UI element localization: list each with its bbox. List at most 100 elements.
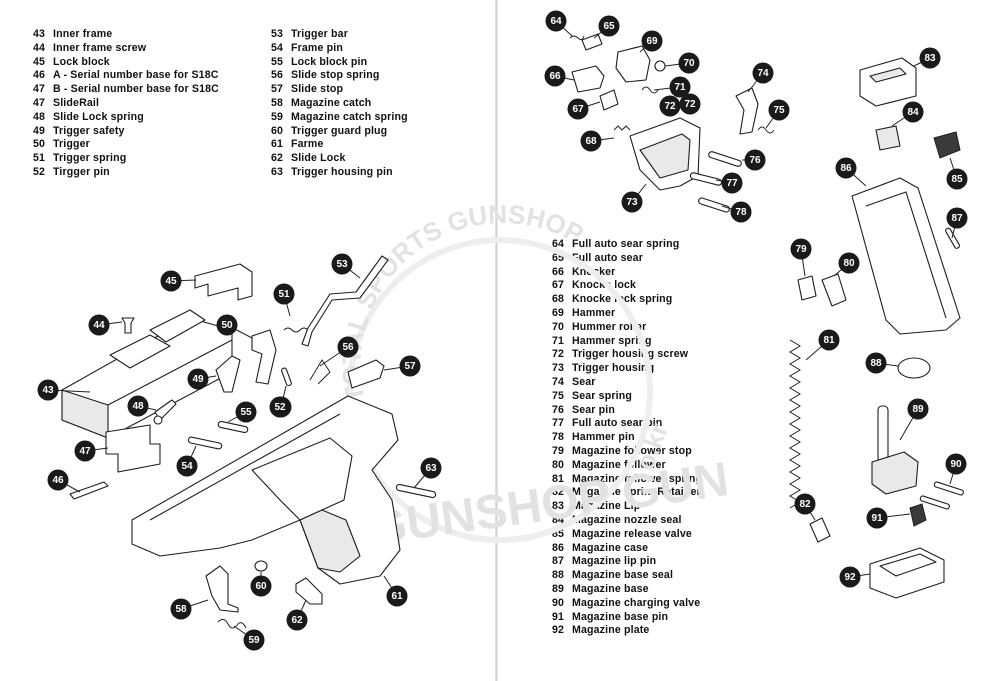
part-name: Magazine catch spring (291, 110, 408, 123)
part-number: 54 (271, 41, 284, 54)
callout-label: 83 (924, 53, 936, 64)
part-number: 77 (552, 417, 565, 430)
part-name: Hammer spring (572, 334, 652, 347)
part-name: Full auto sear pin (572, 417, 663, 430)
callout-65: 65 (598, 15, 620, 37)
callout-badge (659, 95, 681, 117)
hammer-roller-part (654, 60, 666, 72)
callout-43: 43 (37, 379, 59, 401)
part-number: 47 (33, 83, 46, 96)
callout-78: 78 (730, 201, 752, 223)
callout-badge (818, 329, 840, 351)
full-auto-sear-part (581, 33, 603, 51)
part-number: 45 (33, 55, 46, 68)
part-name: Slide stop (291, 83, 344, 96)
callout-label: 58 (175, 604, 187, 615)
callout-label: 50 (221, 320, 233, 331)
callout-label: 76 (749, 155, 761, 166)
callout-badge (286, 609, 308, 631)
trigger-pin-part (281, 367, 292, 387)
part-name: Inner frame screw (53, 41, 147, 54)
inner-frame-screw-part (121, 317, 135, 334)
callout-badge (946, 168, 968, 190)
callout-label: 51 (278, 289, 290, 300)
callout-77: 77 (721, 172, 743, 194)
callout-46: 46 (47, 469, 69, 491)
part-name: Magazine base (572, 582, 649, 595)
callout-56: 56 (337, 336, 359, 358)
callout-45: 45 (160, 270, 182, 292)
part-name: Full auto sear (572, 251, 643, 264)
part-number: 90 (552, 596, 565, 609)
magazine-follower-stop-part (797, 275, 817, 301)
part-name: A - Serial number base for S18C (53, 69, 219, 82)
part-name: Magazine follower spring (572, 472, 703, 485)
callout-label: 64 (550, 16, 562, 27)
callout-badge (544, 65, 566, 87)
callout-badge (399, 355, 421, 377)
part-name: Magazine follower (572, 458, 666, 471)
callout-label: 62 (291, 615, 303, 626)
callout-label: 65 (603, 21, 615, 32)
callout-label: 75 (773, 105, 785, 116)
callout-60: 60 (250, 575, 272, 597)
part-name: Lock block (53, 55, 110, 68)
callout-badge (47, 469, 69, 491)
magazine-base-pins-part (919, 481, 964, 510)
callout-badge (337, 336, 359, 358)
part-number: 72 (552, 348, 565, 361)
part-number: 60 (271, 124, 284, 137)
callout-64: 64 (545, 10, 567, 32)
magazine-case-part (851, 177, 961, 335)
callout-label: 74 (757, 68, 769, 79)
slide-rail-part (105, 424, 161, 473)
callout-badge (567, 98, 589, 120)
callout-badge (170, 598, 192, 620)
callout-label: 48 (132, 401, 144, 412)
callout-71: 71 (669, 76, 691, 98)
part-number: 51 (33, 152, 46, 165)
full-auto-sear-spring-part (569, 35, 585, 41)
callout-57: 57 (399, 355, 421, 377)
part-number: 57 (271, 83, 284, 96)
part-number: 53 (271, 28, 284, 40)
part-list-item: 45 Lock block (33, 56, 219, 70)
part-number: 50 (33, 138, 46, 151)
callout-label: 70 (683, 58, 695, 69)
callout-label: 91 (871, 513, 883, 524)
callout-badge (907, 398, 929, 420)
magazine-plate-part (869, 547, 945, 599)
callout-badge (621, 191, 643, 213)
callout-badge (250, 575, 272, 597)
callout-label: 52 (274, 402, 286, 413)
part-number: 66 (552, 265, 565, 278)
callout-badge (721, 172, 743, 194)
callout-badge (269, 396, 291, 418)
magazine-nozzle-seal-part (875, 125, 901, 151)
part-name: Slide Lock (291, 152, 346, 165)
callout-label: 57 (404, 361, 416, 372)
part-number: 83 (552, 500, 565, 513)
callout-badge (835, 157, 857, 179)
callout-75: 75 (768, 99, 790, 121)
callout-62: 62 (286, 609, 308, 631)
callout-label: 85 (951, 174, 963, 185)
part-number: 56 (271, 69, 284, 82)
callout-badge (331, 253, 353, 275)
part-number: 78 (552, 431, 565, 444)
callout-badge (127, 395, 149, 417)
